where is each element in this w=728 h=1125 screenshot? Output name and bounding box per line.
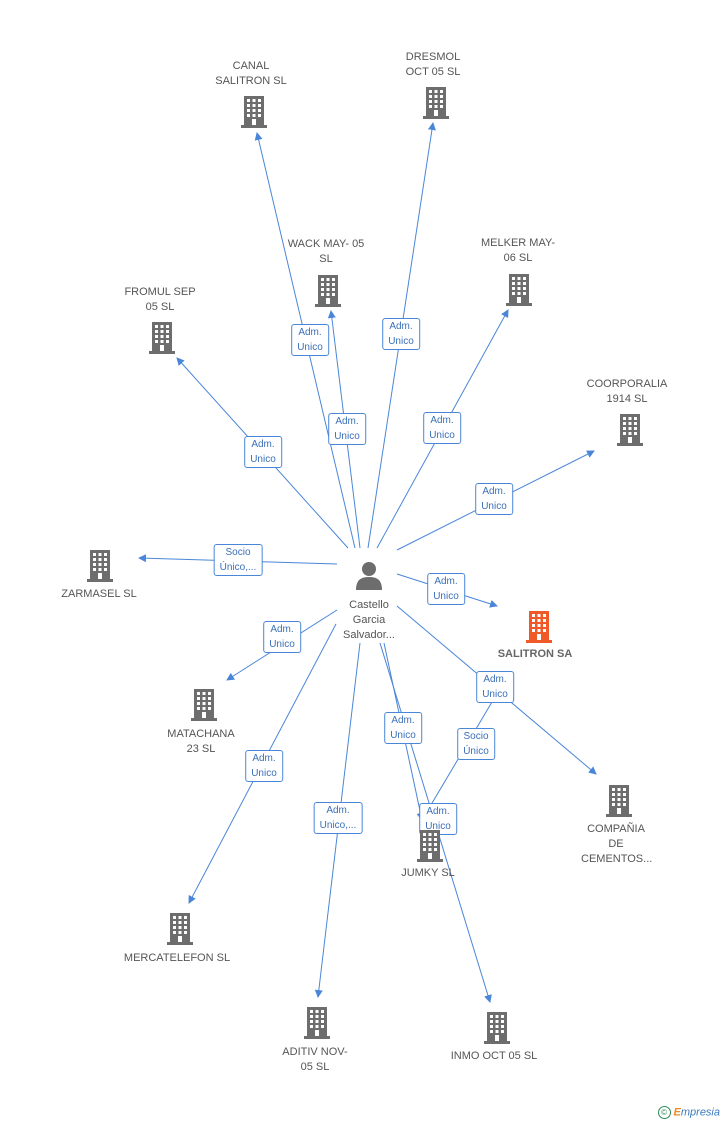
building-icon[interactable] <box>615 412 645 446</box>
company-name-compania[interactable]: COMPAÑIA DE CEMENTOS... <box>581 823 653 865</box>
relation-label-inmo[interactable]: Adm.Unico <box>419 803 457 835</box>
brand-name: mpresia <box>680 1106 720 1119</box>
company-name-coorporalia[interactable]: COORPORALIA 1914 SL <box>586 378 668 405</box>
building-icon[interactable] <box>482 1010 512 1044</box>
building-icon[interactable] <box>421 85 451 119</box>
relation-label-compania[interactable]: Adm.Unico <box>476 671 514 703</box>
company-name-canal[interactable]: CANAL SALITRON SL <box>215 60 287 87</box>
relation-label-fromul[interactable]: Adm.Unico <box>244 436 282 468</box>
building-icon[interactable] <box>239 94 269 128</box>
company-name-focus[interactable]: SALITRON SA <box>497 648 573 660</box>
company-name-matachana[interactable]: MATACHANA 23 SL <box>167 728 235 755</box>
relation-label-wack[interactable]: Adm.Unico <box>328 413 366 445</box>
building-icon[interactable] <box>415 828 445 862</box>
company-name-wack[interactable]: WACK MAY- 05 SL <box>287 238 365 265</box>
company-name-mercatelefon[interactable]: MERCATELEFON SL <box>123 952 231 964</box>
company-name-zarmasel[interactable]: ZARMASEL SL <box>61 588 137 600</box>
company-name-dresmol[interactable]: DRESMOL OCT 05 SL <box>405 51 461 78</box>
empresia-footer: ©Empresia <box>657 1106 720 1119</box>
building-icon[interactable] <box>604 783 634 817</box>
relation-label-melker[interactable]: Adm.Unico <box>423 412 461 444</box>
relation-label-canal[interactable]: Adm.Unico <box>291 324 329 356</box>
company-name-melker[interactable]: MELKER MAY- 06 SL <box>481 237 555 264</box>
relation-label-coorporalia[interactable]: Adm.Unico <box>475 483 513 515</box>
relation-label-focus[interactable]: Adm.Unico <box>427 573 465 605</box>
building-icon[interactable] <box>189 687 219 721</box>
relation-label-dresmol[interactable]: Adm.Unico <box>382 318 420 350</box>
company-name-aditiv[interactable]: ADITIV NOV- 05 SL <box>282 1046 348 1073</box>
building-icon[interactable] <box>313 273 343 307</box>
company-name-fromul[interactable]: FROMUL SEP 05 SL <box>124 286 196 313</box>
building-icon[interactable] <box>302 1005 332 1039</box>
company-name-inmo[interactable]: INMO OCT 05 SL <box>450 1050 538 1062</box>
relation-label-jumky[interactable]: Adm.Unico <box>384 712 422 744</box>
person-icon[interactable] <box>354 560 384 592</box>
brand-initial: E <box>673 1106 681 1119</box>
building-icon[interactable] <box>504 272 534 306</box>
building-icon[interactable] <box>165 911 195 945</box>
building-icon[interactable] <box>147 320 177 354</box>
building-icon[interactable] <box>85 548 115 582</box>
relation-label-mercatelefon[interactable]: Adm.Unico <box>245 750 283 782</box>
company-name-jumky[interactable]: JUMKY SL <box>401 867 455 879</box>
copyright-icon: © <box>657 1106 671 1119</box>
relation-label-matachana[interactable]: Adm.Unico <box>263 621 301 653</box>
building-icon[interactable] <box>524 609 554 643</box>
relation-label-aditiv[interactable]: Adm.Unico,... <box>313 802 363 834</box>
person-name[interactable]: Castello Garcia Salvador... <box>343 599 395 641</box>
